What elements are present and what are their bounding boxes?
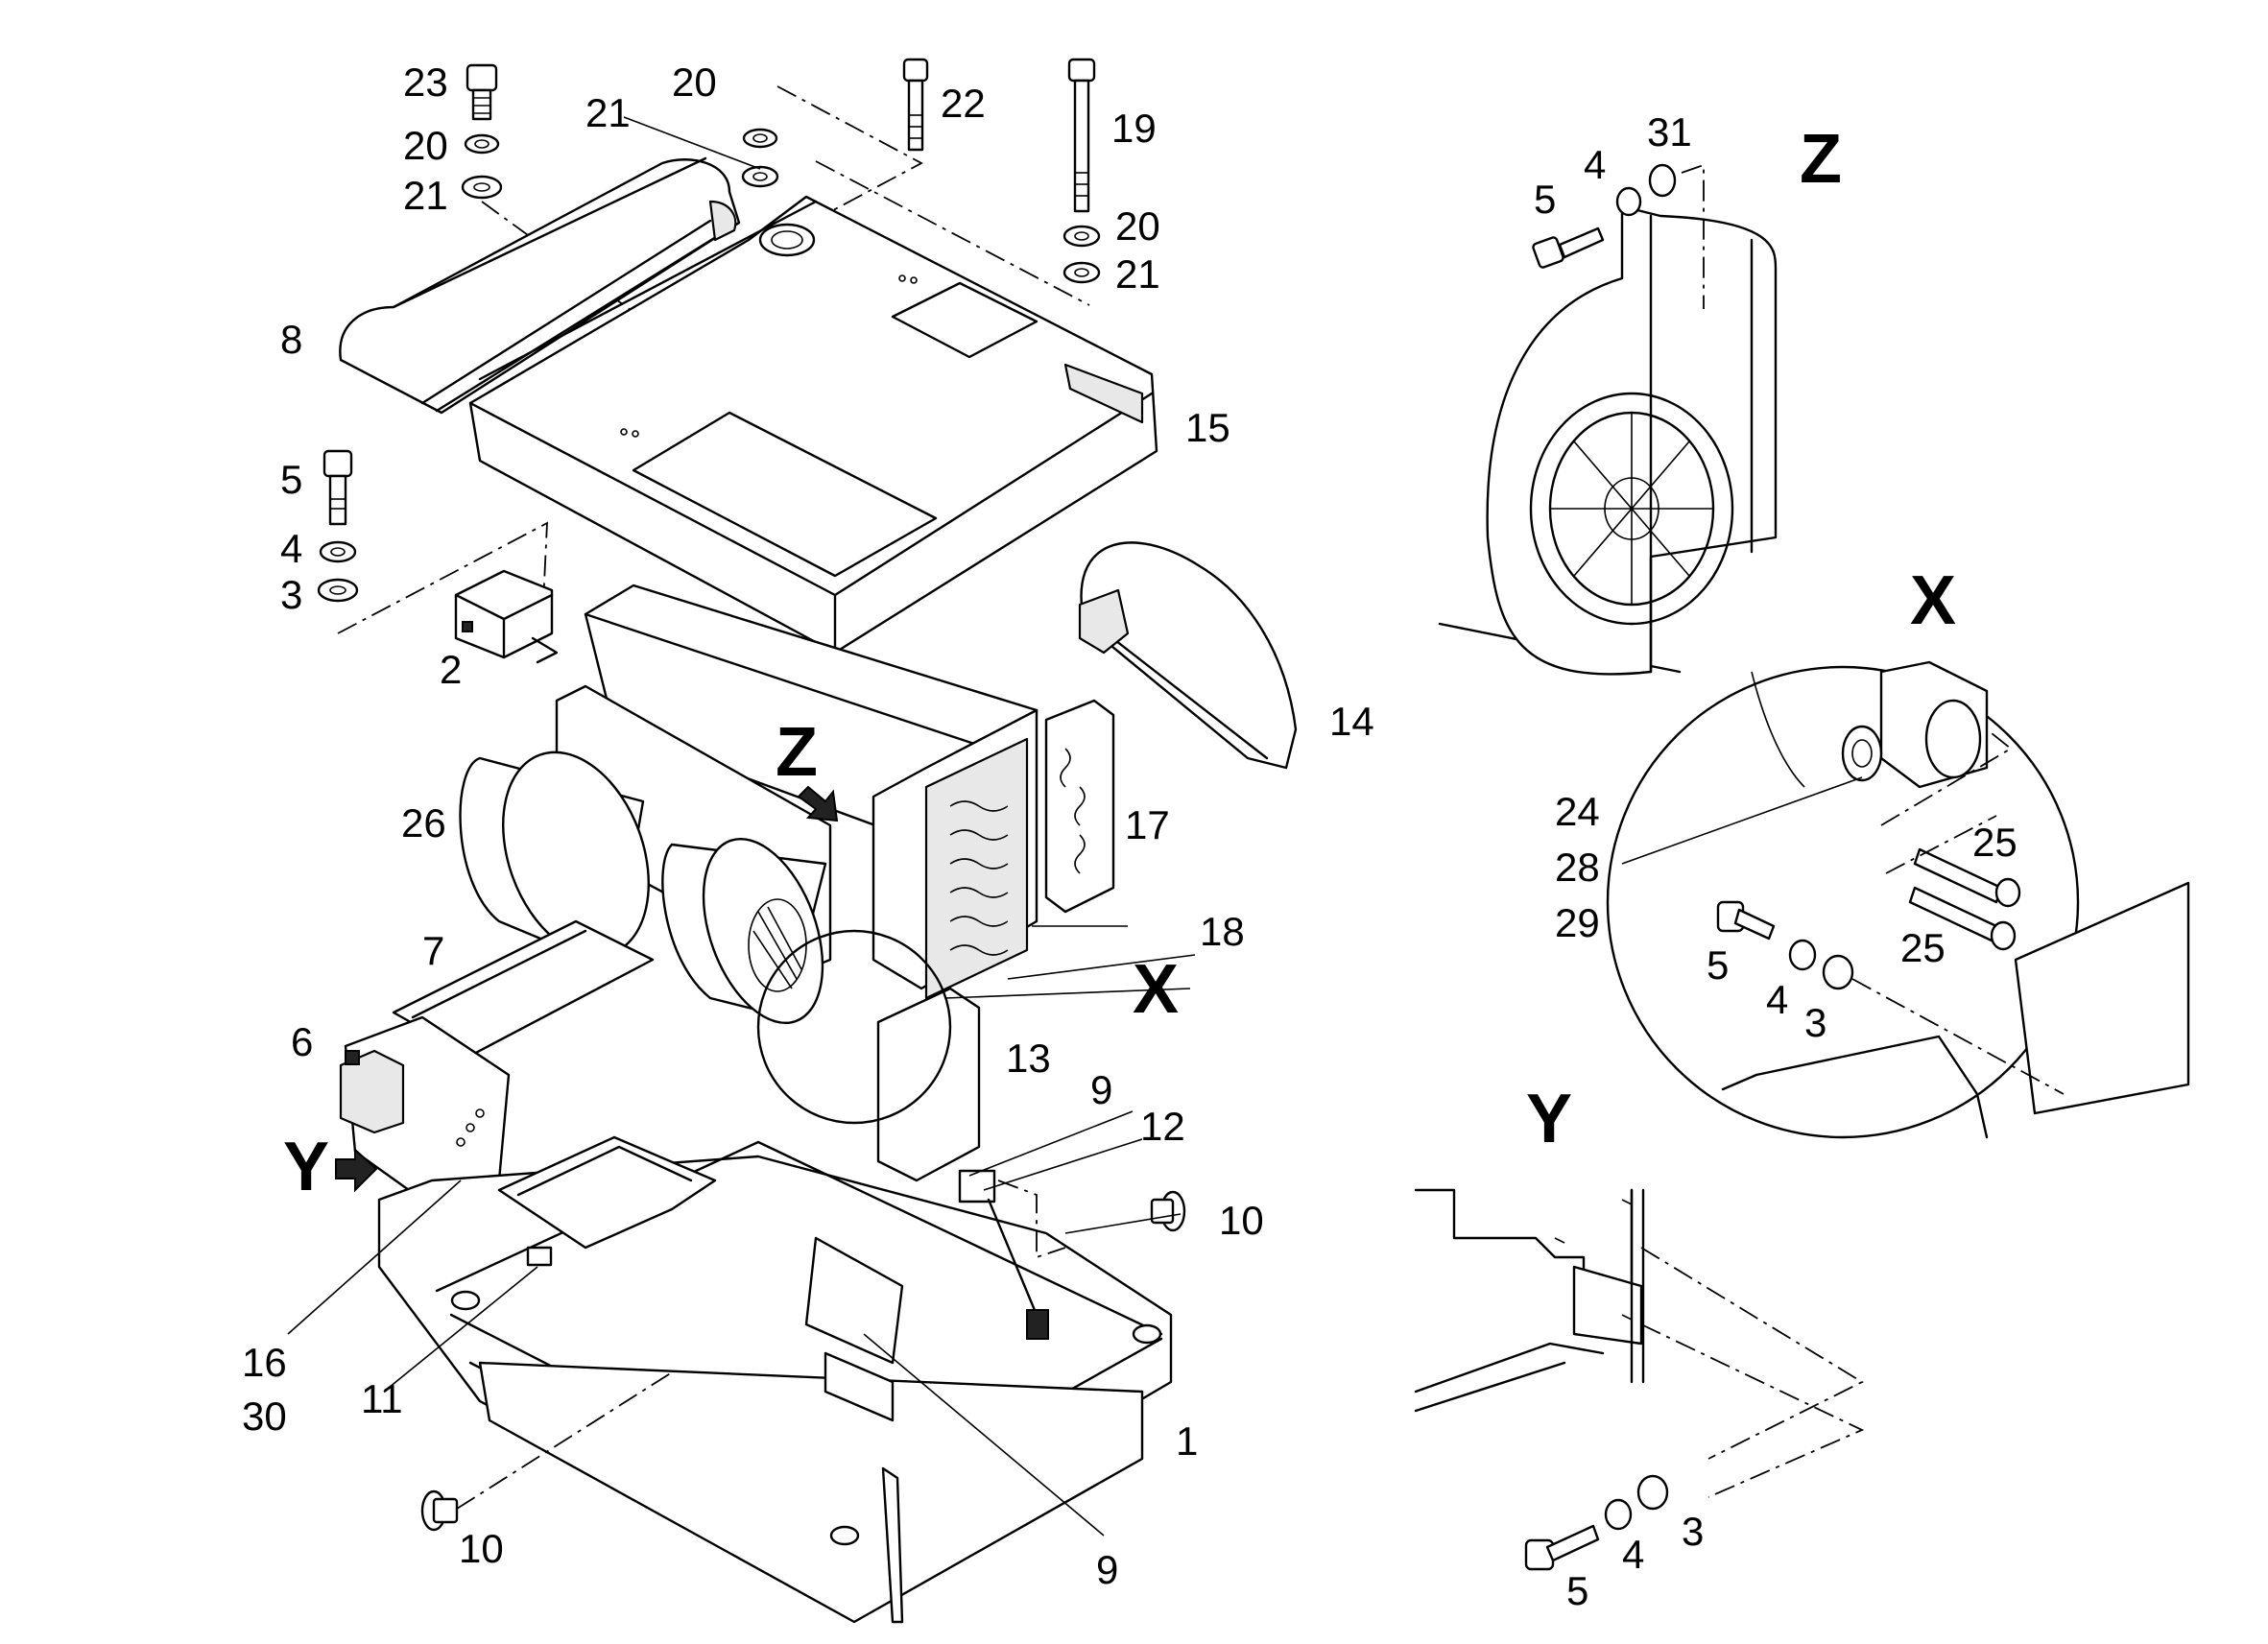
label-23: 23: [403, 60, 448, 105]
label-y-4: 4: [1622, 1532, 1644, 1577]
label-6: 6: [291, 1019, 313, 1064]
cover-part-8: [339, 156, 741, 415]
label-20: 20: [672, 60, 717, 105]
blower-part-26: [459, 684, 832, 1025]
screw-5-left-icon: [322, 449, 353, 526]
label-x-25: 25: [1900, 925, 1946, 970]
washer-20c-icon: [1062, 225, 1101, 248]
label-13: 13: [1006, 1036, 1051, 1081]
label-x-5: 5: [1707, 942, 1729, 988]
label-4: 4: [280, 526, 302, 571]
label-26: 26: [401, 800, 446, 846]
label-z-main: Z: [776, 714, 818, 791]
relay-part-2: [454, 569, 559, 664]
label-22: 22: [941, 81, 986, 126]
label-z-4: 4: [1584, 142, 1606, 187]
detail-z-title: Z: [1800, 121, 1842, 198]
label-9: 9: [1096, 1547, 1118, 1592]
washer-20b-icon: [742, 128, 778, 149]
y-washer-3-icon: [1636, 1474, 1669, 1511]
label-2: 2: [440, 647, 462, 692]
washer-21c-icon: [1062, 261, 1101, 284]
z-screw-5-icon: [1532, 226, 1605, 269]
washer-21a-icon: [461, 175, 503, 200]
label-20: 20: [403, 123, 448, 168]
label-17: 17: [1125, 802, 1170, 847]
label-x-25: 25: [1972, 820, 2017, 865]
label-1: 1: [1176, 1418, 1198, 1464]
label-x-3: 3: [1804, 1000, 1826, 1045]
x-bolt-25a-icon: [1913, 847, 2021, 908]
label-y-5: 5: [1566, 1568, 1588, 1613]
label-21: 21: [403, 173, 448, 218]
label-z-31: 31: [1647, 109, 1692, 155]
x-screw-5-icon: [1716, 900, 1776, 941]
detail-x-callout-circle: [756, 929, 952, 1125]
label-19: 19: [1111, 106, 1157, 151]
washer-3-left-icon: [317, 578, 359, 603]
label-x-29: 29: [1555, 900, 1600, 945]
label-x-4: 4: [1766, 977, 1788, 1022]
base-tray-part-1: [377, 1140, 1173, 1624]
plug-10a-icon: [1150, 1190, 1186, 1232]
detail-z-view: [1438, 163, 1778, 676]
label-15: 15: [1185, 405, 1230, 450]
label-20: 20: [1115, 203, 1160, 249]
label-x-main: X: [1133, 951, 1179, 1028]
top-housing-part-15: [468, 195, 1158, 655]
label-z-5: 5: [1534, 177, 1556, 222]
screw-22-icon: [902, 58, 929, 152]
label-8: 8: [280, 317, 302, 362]
z-washer-4-icon: [1615, 186, 1642, 217]
x-washer-3-icon: [1822, 954, 1854, 990]
label-12: 12: [1140, 1104, 1185, 1149]
label-16: 16: [242, 1340, 287, 1385]
control-module-part-6: [339, 1015, 511, 1202]
y-screw-5-icon: [1524, 1524, 1600, 1571]
label-x-24: 24: [1555, 789, 1600, 834]
washer-21b-icon: [741, 165, 779, 188]
heater-core-part-17: [924, 699, 1115, 1000]
x-bolt-25b-icon: [1908, 886, 2017, 951]
label-10: 10: [1219, 1198, 1264, 1243]
filter-part-16: [497, 1135, 717, 1250]
label-9: 9: [1090, 1067, 1112, 1112]
screw-19-icon: [1067, 58, 1096, 213]
bracket-part-11: [526, 1246, 553, 1267]
plug-10b-icon: [420, 1489, 459, 1532]
washer-4-left-icon: [319, 540, 357, 563]
label-x-28: 28: [1555, 845, 1600, 890]
label-7: 7: [422, 928, 444, 973]
detail-y-view: [1414, 1188, 1865, 1571]
label-3: 3: [280, 572, 302, 617]
leader-lines: [287, 116, 1196, 1537]
detail-x-view: [1606, 660, 2190, 1139]
label-y-3: 3: [1682, 1509, 1704, 1554]
label-21: 21: [1115, 251, 1160, 297]
label-18: 18: [1200, 909, 1245, 954]
label-14: 14: [1329, 699, 1374, 744]
label-11: 11: [361, 1376, 403, 1421]
sensor-part-12: [958, 1169, 1049, 1340]
view-y-arrow-icon: [335, 1147, 378, 1193]
callout-labels: 23 20 21 20 21 22 19 20 21 8 15 5 4 3 2 …: [242, 60, 2017, 1613]
label-10: 10: [459, 1526, 504, 1571]
screw-23-icon: [466, 63, 498, 121]
view-z-arrow-icon: [797, 785, 839, 822]
detail-y-title: Y: [1526, 1081, 1572, 1157]
label-30: 30: [242, 1394, 287, 1439]
end-cap-part-14: [1078, 541, 1298, 770]
z-washer-31-icon: [1648, 163, 1677, 198]
label-y-main: Y: [283, 1129, 329, 1205]
y-washer-4-icon: [1604, 1498, 1633, 1531]
detail-x-title: X: [1910, 562, 1956, 639]
label-5: 5: [280, 457, 302, 502]
x-washer-4-icon: [1788, 939, 1817, 971]
label-21: 21: [585, 90, 631, 135]
washer-20a-icon: [464, 133, 500, 155]
control-box-part-13: [876, 987, 981, 1182]
